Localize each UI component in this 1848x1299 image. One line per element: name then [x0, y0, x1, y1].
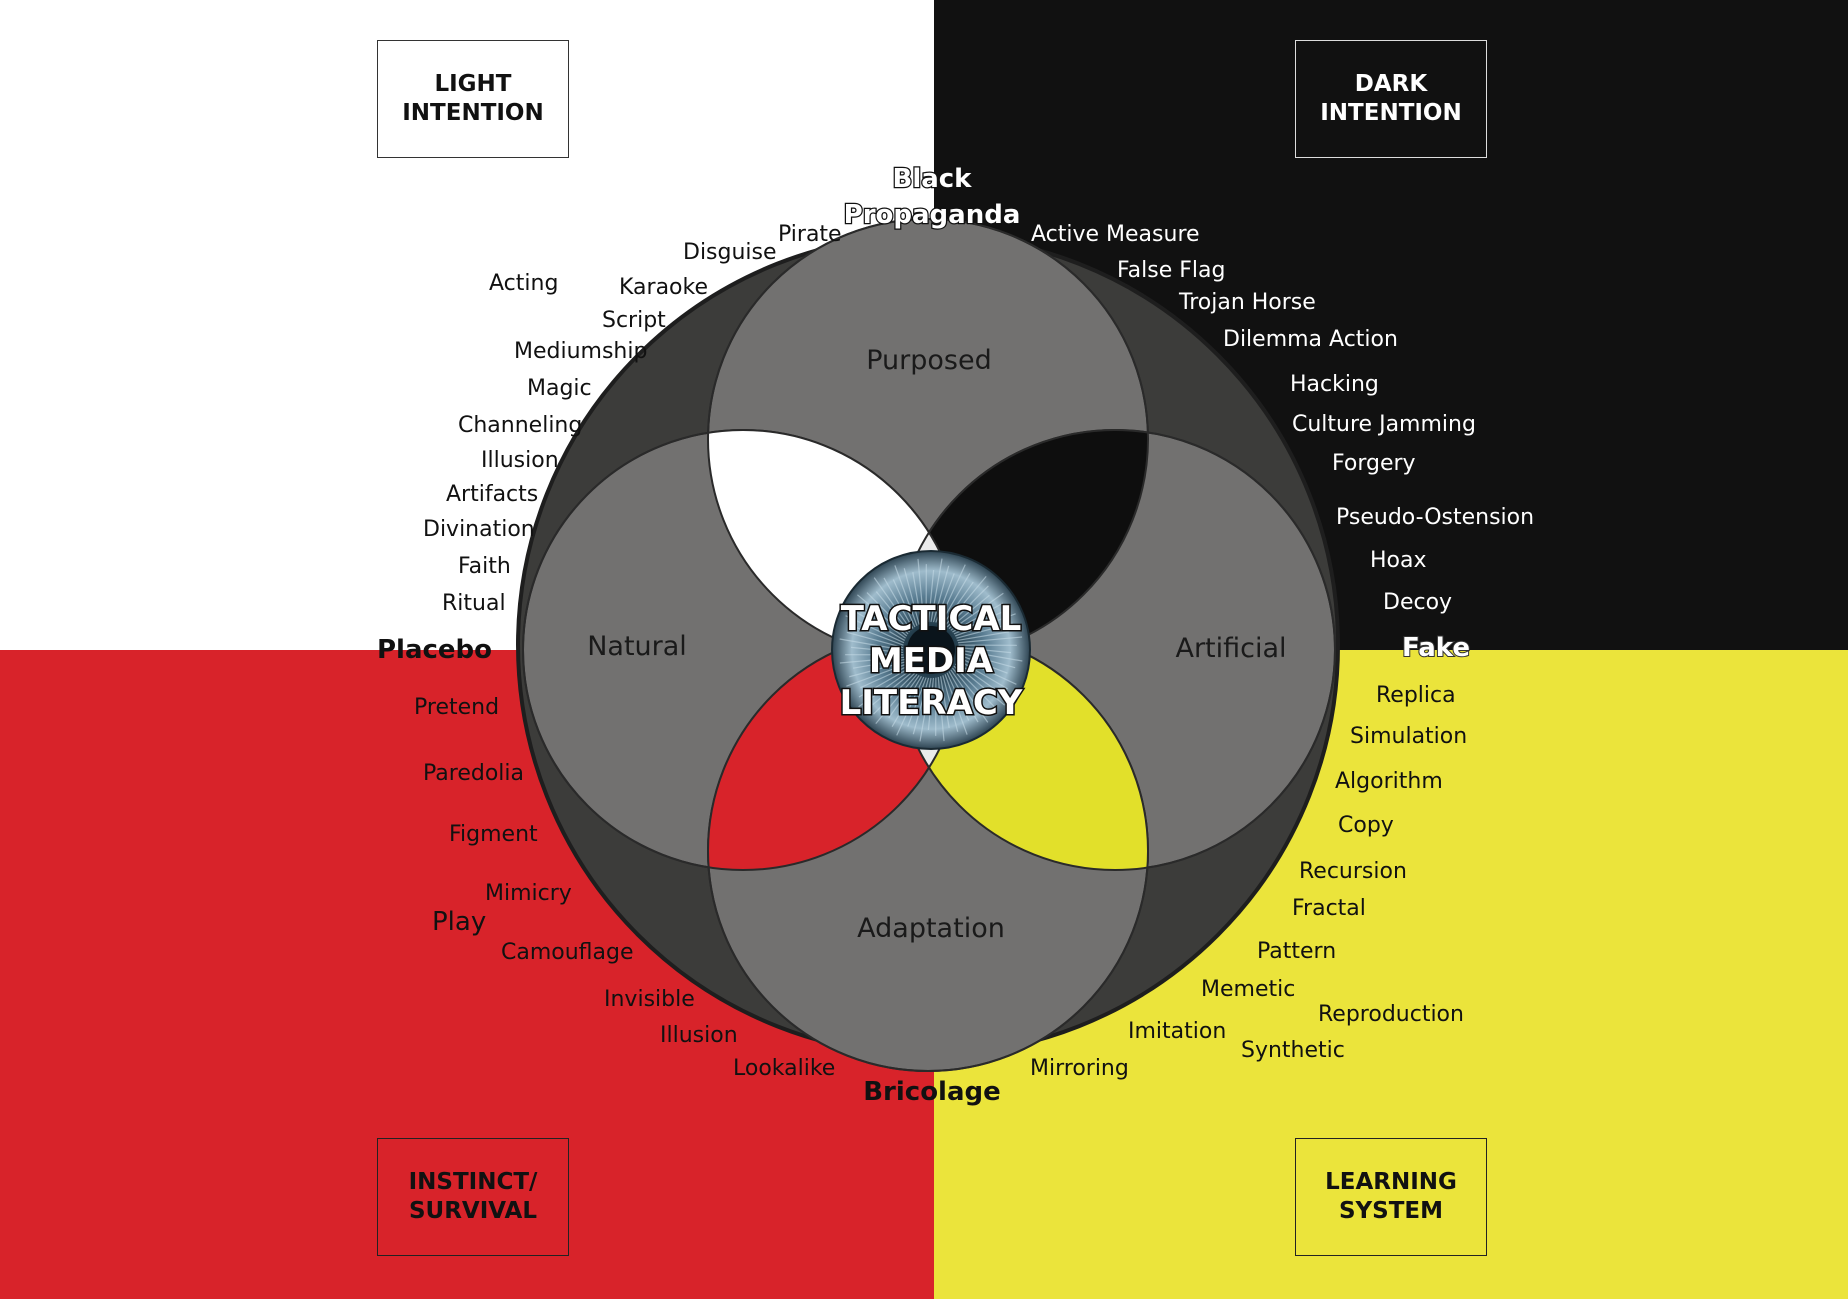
term-culture-jamming: Culture Jamming — [1292, 412, 1476, 437]
term-mimicry: Mimicry — [485, 881, 572, 906]
term-invisible: Invisible — [604, 987, 695, 1012]
term-pattern: Pattern — [1257, 939, 1336, 964]
term-hoax: Hoax — [1370, 548, 1427, 573]
term-magic: Magic — [527, 376, 592, 401]
instinct-survival-box: INSTINCT/ SURVIVAL — [377, 1138, 569, 1256]
term-memetic: Memetic — [1201, 977, 1295, 1002]
term-copy: Copy — [1338, 813, 1394, 838]
label-artificial: Artificial — [1175, 633, 1286, 664]
term-acting: Acting — [489, 271, 558, 296]
term-recursion: Recursion — [1299, 859, 1407, 884]
term-trojan-horse: Trojan Horse — [1178, 290, 1316, 315]
term-pirate: Pirate — [778, 222, 842, 247]
term-paredolia: Paredolia — [423, 761, 524, 786]
term-mirroring: Mirroring — [1030, 1056, 1129, 1081]
dark-intention-box: DARK INTENTION — [1295, 40, 1487, 158]
term-camouflage: Camouflage — [501, 940, 634, 965]
label-natural: Natural — [587, 631, 687, 662]
pole-placebo: Placebo — [377, 635, 492, 665]
term-karaoke: Karaoke — [619, 275, 708, 300]
term-artifacts: Artifacts — [446, 482, 538, 507]
center-title-line3: LITERACY — [840, 683, 1023, 723]
term-forgery: Forgery — [1332, 451, 1416, 476]
term-imitation: Imitation — [1128, 1019, 1226, 1044]
term-ritual: Ritual — [442, 591, 506, 616]
term-replica: Replica — [1376, 683, 1456, 708]
term-lookalike: Lookalike — [733, 1056, 835, 1081]
term-pretend: Pretend — [414, 695, 499, 720]
pole-propaganda: Propaganda — [844, 200, 1021, 230]
term-mediumship: Mediumship — [514, 339, 647, 364]
term-illusion-bl: Illusion — [660, 1023, 738, 1048]
pole-black: Black — [893, 164, 973, 194]
term-synthetic: Synthetic — [1241, 1038, 1345, 1063]
term-decoy: Decoy — [1383, 590, 1452, 615]
pole-bricolage: Bricolage — [863, 1077, 1001, 1107]
label-purposed: Purposed — [866, 345, 992, 376]
term-faith: Faith — [458, 554, 511, 579]
pole-fake: Fake — [1402, 633, 1470, 663]
term-simulation: Simulation — [1350, 724, 1467, 749]
center-title-line1: TACTICAL — [841, 599, 1022, 639]
term-figment: Figment — [449, 822, 538, 847]
term-fractal: Fractal — [1292, 896, 1366, 921]
term-active-measure: Active Measure — [1031, 222, 1200, 247]
pole-play: Play — [432, 907, 486, 937]
term-script: Script — [602, 308, 666, 333]
term-algorithm: Algorithm — [1335, 769, 1443, 794]
term-dilemma-action: Dilemma Action — [1223, 327, 1398, 352]
term-disguise: Disguise — [683, 240, 777, 265]
term-pseudo-ostension: Pseudo-Ostension — [1336, 505, 1534, 530]
term-illusion-tl: Illusion — [481, 448, 559, 473]
term-false-flag: False Flag — [1117, 258, 1225, 283]
light-intention-box: LIGHT INTENTION — [377, 40, 569, 158]
label-adaptation: Adaptation — [857, 913, 1005, 944]
term-divination: Divination — [423, 517, 535, 542]
term-channeling: Channeling — [458, 413, 582, 438]
term-hacking: Hacking — [1290, 372, 1379, 397]
center-title-line2: MEDIA — [869, 641, 994, 681]
eye-image — [831, 550, 1031, 750]
learning-system-box: LEARNING SYSTEM — [1295, 1138, 1487, 1256]
term-reproduction: Reproduction — [1318, 1002, 1464, 1027]
